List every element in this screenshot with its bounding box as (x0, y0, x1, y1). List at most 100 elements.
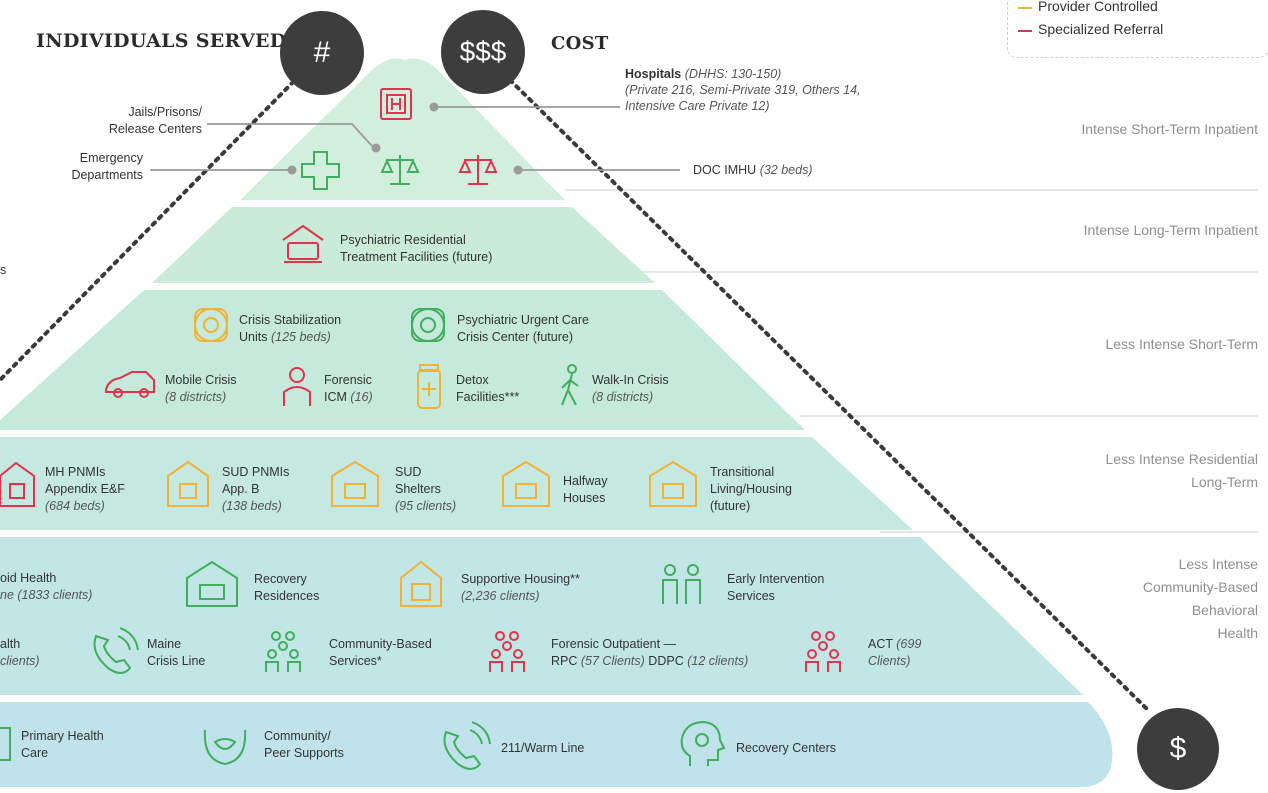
emergency-cross-icon (301, 151, 340, 190)
csu-units: Units (239, 330, 268, 344)
mh-pnmi-label-1: MH PNMIs (45, 465, 106, 479)
callout-jails-2: Release Centers (108, 122, 202, 136)
callout-hospitals-3: Intensive Care Private 12) (625, 99, 770, 113)
mh-house-icon (0, 461, 35, 507)
primary-care-icon (0, 727, 11, 761)
pucc-label-2: Crisis Center (future) (457, 330, 573, 344)
tier-label-2: Intense Long-Term Inpatient (1083, 222, 1258, 238)
phone-icon-warm-line (443, 721, 491, 770)
hospital-icon (380, 88, 412, 120)
residential-bed-icon (282, 224, 324, 263)
csu-label-2: Units (125 beds) (239, 329, 331, 345)
oid-health-label-2: ne (1833 clients) (0, 588, 93, 602)
legend-swatch-yellow (1018, 7, 1032, 9)
doc-label: DOC IMHU (693, 163, 757, 177)
halfway-label-1: Halfway (563, 474, 608, 488)
legend-item-provider: Provider Controlled (1038, 0, 1158, 14)
alth-label-2: clients) (0, 654, 40, 668)
callout-ed-1: Emergency (79, 151, 143, 165)
forensic-group-icon-red (489, 631, 525, 672)
recovery-residence-icon (186, 560, 238, 607)
band-2 (152, 207, 655, 283)
legend-item-specialized: Specialized Referral (1038, 21, 1164, 37)
justice-scale-icon-green (380, 155, 420, 185)
forensic-icm: ICM (324, 390, 347, 404)
edge-fragment-s: s (0, 263, 7, 277)
car-icon (105, 371, 155, 398)
cbs-label-1: Community-Based (329, 637, 432, 651)
transitional-label-1: Transitional (710, 465, 775, 479)
tier-label-4b: Long-Term (1191, 474, 1258, 490)
sud-shelter-label-2: Shelters (395, 482, 441, 496)
transitional-label-2: Living/Housing (710, 482, 792, 496)
peer-support-label-1: Community/ (264, 729, 331, 743)
head-gear-icon (680, 720, 726, 766)
right-dotted-line (508, 78, 1152, 714)
fo-rpc: RPC (551, 654, 578, 668)
recovery-res-label-1: Recovery (254, 572, 307, 586)
callout-lines (150, 106, 680, 171)
act-label-2: Clients) (868, 654, 911, 668)
crisis-line-label-1: Maine (147, 637, 182, 651)
walking-person-icon (561, 364, 579, 406)
mobile-label-2: (8 districts) (165, 390, 227, 404)
prtf-label-1: Psychiatric Residential (340, 233, 466, 247)
transitional-house-icon (649, 460, 697, 507)
supportive-label-1: Supportive Housing** (461, 572, 580, 586)
shelter-house-icon (331, 460, 379, 507)
primary-care-label-2: Care (21, 746, 49, 760)
act-group-icon-red (805, 631, 841, 672)
person-icon (283, 367, 311, 406)
warm-line-label: 211/Warm Line (501, 741, 585, 755)
primary-care-label-1: Primary Health (21, 729, 104, 743)
pucc-label-1: Psychiatric Urgent Care (457, 313, 589, 327)
fo-rpc-count: (57 Clients) (580, 654, 645, 668)
crisis-line-label-2: Crisis Line (147, 654, 206, 668)
walkin-label-1: Walk-In Crisis (592, 373, 669, 387)
transitional-label-3: (future) (710, 499, 751, 513)
forensic-outpatient-label-1: Forensic Outpatient — (551, 637, 677, 651)
mobile-label-1: Mobile Crisis (165, 373, 237, 387)
sud-pnmi-label-3: (138 beds) (222, 499, 282, 513)
cbs-label-2: Services* (329, 654, 382, 668)
low-cost-circle: $ (1137, 708, 1219, 790)
supportive-label-2: (2,236 clients) (461, 589, 540, 603)
detox-label-1: Detox (456, 373, 489, 387)
halfway-label-2: Houses (563, 491, 606, 505)
callout-ed-2: Departments (71, 168, 143, 182)
alth-label-1: alth (0, 637, 21, 651)
sud-shelter-label-3: (95 clients) (395, 499, 457, 513)
band-1 (240, 58, 565, 200)
halfway-house-icon (502, 460, 550, 507)
csu-beds: (125 beds) (270, 330, 331, 344)
detox-bottle-icon (417, 364, 441, 409)
band-3 (0, 290, 805, 430)
lifebuoy-icon-green (411, 308, 445, 342)
oid-health-label-1: oid Health (0, 571, 57, 585)
forensic-label-2: ICM (16) (324, 389, 373, 405)
sud-pnmi-label-2: App. B (222, 482, 260, 496)
csu-label-1: Crisis Stabilization (239, 313, 342, 327)
forensic-label-1: Forensic (324, 373, 372, 387)
eis-label-1: Early Intervention (727, 572, 825, 586)
justice-scale-icon-red (458, 155, 498, 185)
tier-label-5d: Health (1217, 625, 1258, 641)
hospitals-dhhs: (DHHS: 130-150) (684, 67, 782, 81)
callout-jails-1: Jails/Prisons/ (128, 105, 202, 119)
band-6 (0, 702, 1113, 787)
sud-shelter-label-1: SUD (395, 465, 422, 479)
doc-beds: (32 beds) (759, 163, 813, 177)
callout-doc: DOC IMHU (32 beds) (693, 162, 813, 178)
individuals-count-circle: # (280, 11, 364, 95)
callout-hospitals-1: Hospitals (DHHS: 130-150) (625, 66, 781, 82)
act-label-1: ACT (699 (868, 636, 921, 652)
detox-label-2: Facilities*** (456, 390, 520, 404)
hospitals-label: Hospitals (625, 67, 682, 81)
sud-house-icon (167, 460, 209, 507)
tier-label-5b: Community-Based (1142, 579, 1258, 595)
peer-support-label-2: Peer Supports (264, 746, 344, 760)
tier-separators (565, 189, 1258, 533)
sud-pnmi-label-1: SUD PNMIs (222, 465, 290, 479)
